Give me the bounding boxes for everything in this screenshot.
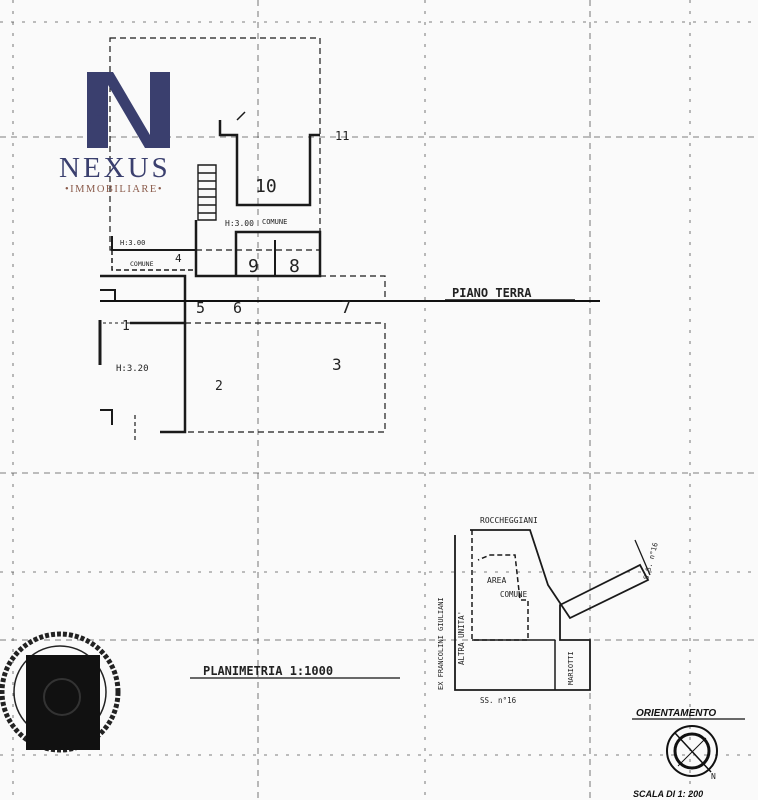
room-number-10: 10 (255, 176, 277, 197)
scale-label: SCALA DI 1: 200 (633, 789, 703, 799)
orientation-title: ORIENTAMENTO (636, 708, 716, 719)
comune-site-label: COMUNE (500, 590, 528, 599)
room-number-4: 4 (175, 252, 182, 265)
orientation-block: ORIENTAMENTO N SCALA DI 1: 200 (632, 708, 745, 799)
road-bottom-label: SS. n°16 (480, 696, 517, 705)
floor-label: PIANO TERRA (452, 286, 532, 300)
road-right-label: S.S. n°16 (642, 542, 660, 581)
other-unit-label: ALTRA UNITA' (457, 611, 466, 665)
height-label-lower: H:3.20 (116, 364, 149, 374)
mark-11: 11 (335, 129, 349, 143)
room-number-9: 9 (248, 256, 259, 277)
comune-label-small: COMUNE (130, 260, 154, 268)
room-number-6: 6 (233, 299, 242, 317)
staircase (197, 164, 217, 221)
neighbor-right-label: MARIOTTI (567, 651, 575, 685)
room-number-1: 1 (122, 319, 130, 334)
nexus-logo: NEXUS •IMMOBILIARE• (59, 72, 171, 195)
site-plan (454, 529, 651, 691)
official-stamp (0, 631, 121, 753)
height-label-small: H:3.00 (120, 239, 145, 247)
neighbor-top-label: ROCCHEGGIANI (480, 516, 538, 525)
logo-name: NEXUS (59, 152, 171, 184)
neighbor-left-label: EX FRANCOLINI GIULIANI (437, 597, 445, 690)
plan-labels: H:3.00 COMUNE H:3.00 COMUNE H:3.20 10 11… (116, 129, 351, 394)
room-number-3: 3 (332, 355, 342, 374)
compass-icon (666, 725, 718, 777)
ground-floor-plan (98, 37, 386, 440)
room-number-7: 7 (341, 298, 351, 318)
house-icon (90, 96, 108, 148)
logo-tagline: •IMMOBILIARE• (65, 184, 163, 195)
room-number-5: 5 (196, 299, 205, 317)
comune-label-upper: COMUNE (262, 218, 287, 226)
north-label: N (711, 772, 716, 781)
height-label-upper: H:3.00 (225, 219, 254, 228)
room-number-8: 8 (289, 256, 300, 277)
area-label: AREA (487, 576, 506, 585)
planimetria-title: PLANIMETRIA 1:1000 (203, 664, 333, 678)
room-number-2: 2 (215, 379, 223, 394)
